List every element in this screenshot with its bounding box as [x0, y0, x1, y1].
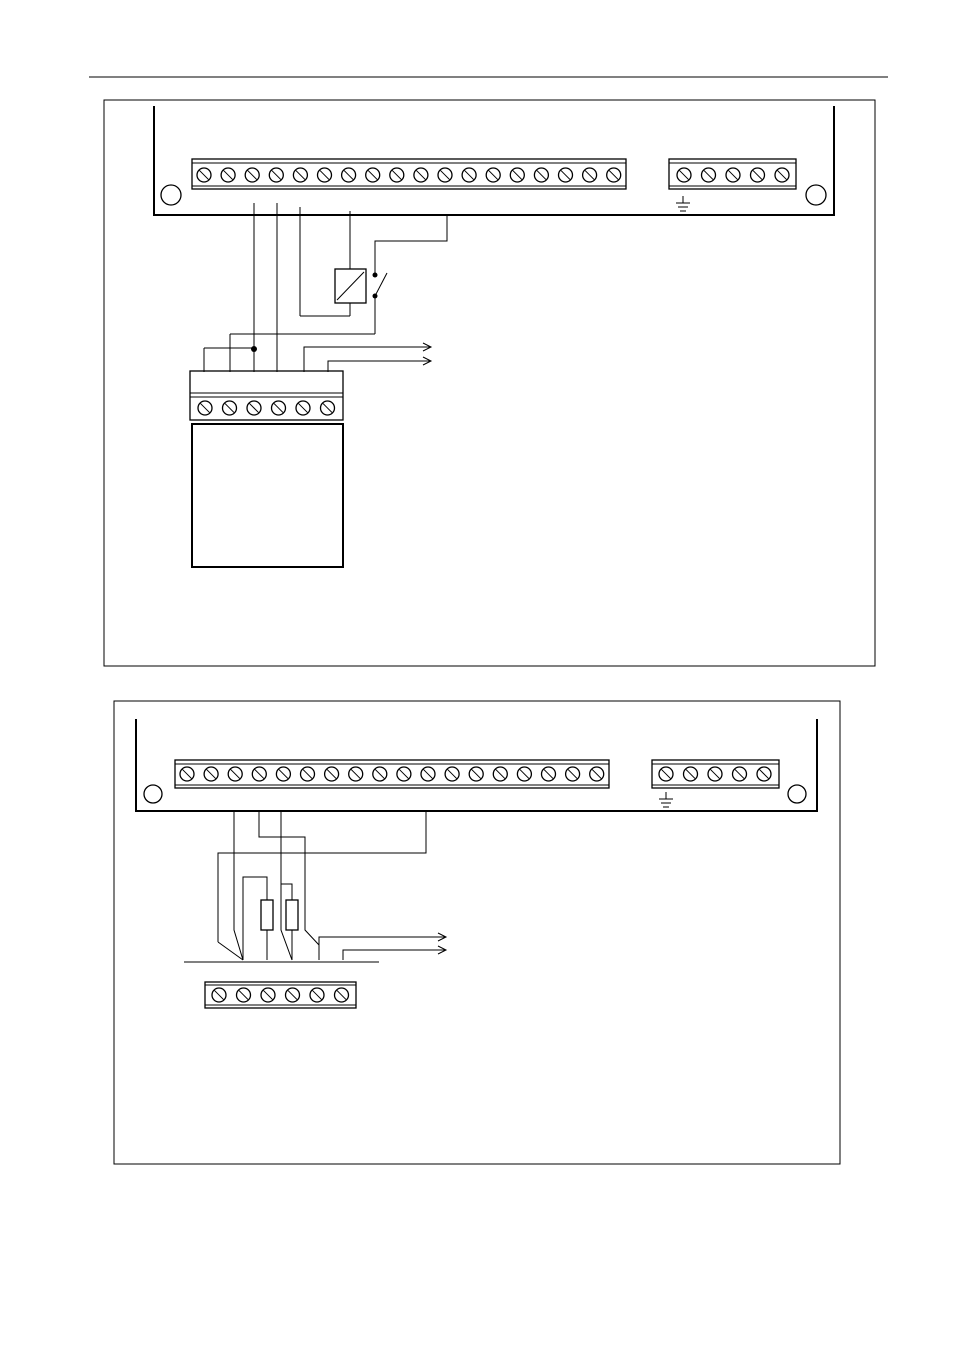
terminal-screw-icon — [348, 766, 364, 782]
terminal-screw-icon — [211, 987, 227, 1003]
device-body — [191, 423, 344, 568]
terminal-screw-icon — [485, 167, 501, 183]
figure-frame — [113, 700, 841, 1165]
terminal-screw-icon — [606, 167, 622, 183]
terminal-screw-icon — [295, 400, 311, 416]
terminal-screw-icon — [413, 167, 429, 183]
terminal-screw-icon — [292, 167, 309, 183]
terminal-screw-icon — [725, 167, 741, 183]
terminal-screw-icon — [251, 766, 267, 782]
mounting-hole-left — [143, 784, 163, 804]
terminal-screw-icon — [774, 167, 790, 183]
main-terminal-block — [174, 759, 610, 789]
resistor-icon — [260, 899, 274, 931]
controller-housing — [153, 106, 835, 216]
terminal-screw-icon — [284, 987, 301, 1003]
terminal-screw-icon — [365, 167, 381, 183]
terminal-screw-icon — [340, 167, 357, 183]
terminal-screw-icon — [468, 766, 484, 782]
figure-frame — [103, 99, 876, 667]
relay-wiring-diagram — [103, 99, 876, 667]
terminal-screw-icon — [227, 766, 243, 782]
mounting-hole-left — [160, 184, 182, 206]
terminal-screw-icon — [319, 400, 336, 416]
mounting-hole-right — [787, 784, 807, 804]
terminal-screw-icon — [179, 766, 195, 782]
terminal-screw-icon — [749, 167, 766, 183]
connector-terminal-block — [204, 981, 357, 1009]
terminal-screw-icon — [707, 766, 723, 782]
terminal-screw-icon — [196, 167, 212, 183]
wiring — [203, 203, 448, 372]
terminal-screw-icon — [540, 766, 557, 782]
terminal-screw-icon — [197, 400, 213, 416]
terminal-screw-icon — [220, 167, 236, 183]
mounting-hole-right — [805, 184, 827, 206]
arrow-right-icon — [422, 342, 433, 366]
relay-coil-icon — [334, 268, 367, 304]
terminal-screw-icon — [389, 167, 405, 183]
terminal-screw-icon — [658, 766, 674, 782]
resistor-icon — [285, 899, 299, 931]
terminal-screw-icon — [221, 400, 238, 416]
terminal-screw-icon — [299, 766, 316, 782]
terminal-screw-icon — [444, 766, 460, 782]
terminal-screw-icon — [581, 167, 598, 183]
wiring — [184, 812, 445, 963]
resistor-wiring-diagram — [113, 700, 841, 1165]
main-terminal-block — [191, 158, 627, 190]
terminal-screw-icon — [244, 167, 260, 183]
arrow-right-icon — [437, 932, 448, 955]
terminal-screw-icon — [589, 766, 605, 782]
terminal-screw-icon — [557, 167, 574, 183]
terminal-screw-icon — [309, 987, 325, 1003]
ground-symbol-icon — [659, 792, 673, 808]
controller-housing — [135, 719, 818, 812]
terminal-screw-icon — [682, 766, 699, 782]
connector-housing — [189, 370, 344, 421]
wire-junction — [251, 346, 257, 352]
terminal-screw-icon — [396, 766, 412, 782]
terminal-screw-icon — [492, 766, 508, 782]
external-device — [189, 370, 344, 568]
terminal-screw-icon — [731, 766, 748, 782]
terminal-screw-icon — [700, 167, 717, 183]
terminal-screw-icon — [323, 766, 340, 782]
relay-contact-icon — [372, 272, 388, 299]
terminal-screw-icon — [564, 766, 581, 782]
terminal-screw-icon — [316, 167, 333, 183]
aux-terminal-block — [668, 158, 797, 190]
terminal-screw-icon — [270, 400, 287, 416]
terminal-screw-icon — [203, 766, 219, 782]
ground-symbol-icon — [676, 196, 690, 212]
terminal-screw-icon — [372, 766, 388, 782]
terminal-screw-icon — [533, 167, 550, 183]
terminal-screw-icon — [275, 766, 292, 782]
terminal-screw-icon — [268, 167, 284, 183]
terminal-screw-icon — [333, 987, 350, 1003]
terminal-screw-icon — [461, 167, 477, 183]
terminal-screw-icon — [420, 766, 436, 782]
terminal-screw-icon — [235, 987, 252, 1003]
terminal-screw-icon — [676, 167, 692, 183]
terminal-screw-icon — [246, 400, 262, 416]
aux-terminal-block — [651, 759, 780, 789]
terminal-screw-icon — [516, 766, 533, 782]
terminal-screw-icon — [260, 987, 276, 1003]
terminal-screw-icon — [509, 167, 525, 183]
terminal-screw-icon — [756, 766, 772, 782]
terminal-screw-icon — [437, 167, 453, 183]
